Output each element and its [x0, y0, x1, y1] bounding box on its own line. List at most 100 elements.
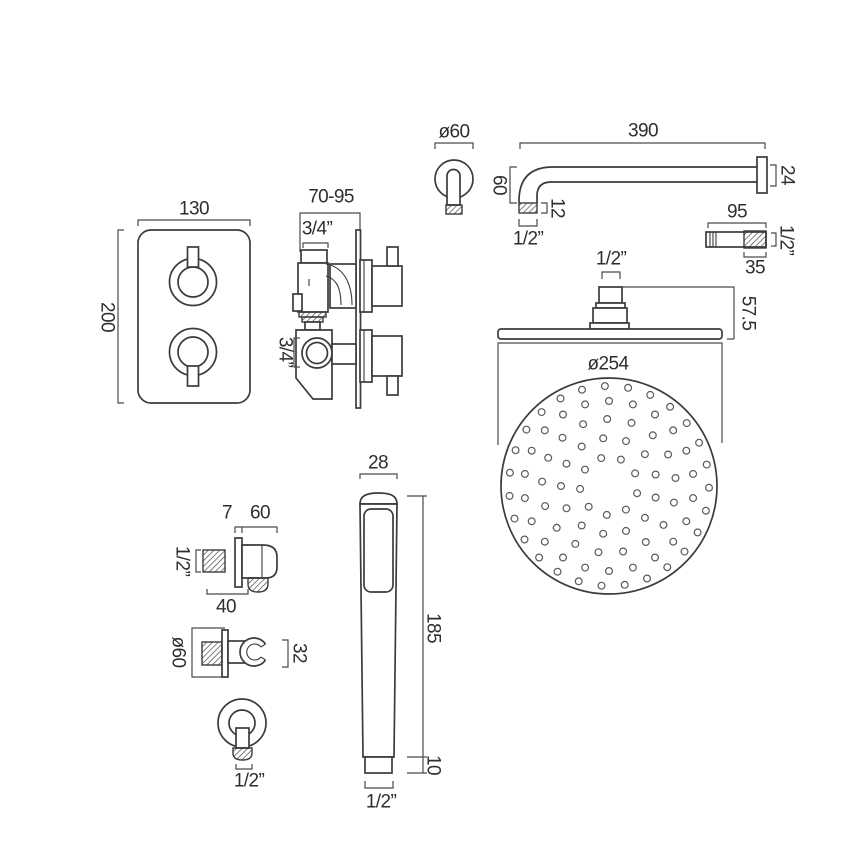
knob-lever-bottom: [386, 375, 399, 396]
dim-line-height: [117, 229, 124, 404]
elbow-tube: [446, 168, 461, 206]
dim-head-diameter: ø254: [588, 354, 630, 375]
knob-cylinder-top: [371, 265, 403, 307]
dim-line-head-height: [622, 286, 735, 340]
dim-arm-flange: 24: [777, 165, 798, 186]
knob-cylinder-bottom: [371, 335, 403, 377]
knob-bottom-lever: [186, 365, 200, 387]
dim-line-handset-width: [359, 473, 398, 479]
wall-plate: [355, 229, 362, 409]
knob-top-lever: [186, 246, 200, 268]
dim-head-thread: 1/2”: [596, 249, 627, 270]
dim-connector-threadlen: 35: [745, 258, 765, 279]
dim-valve-inlet-bottom: 3/4”: [275, 337, 296, 368]
lower-port-inner: [305, 341, 329, 365]
dim-bracket-depth: 60: [250, 503, 270, 524]
pipe-bend-inner: [325, 275, 342, 306]
knob-bottom-inner: [177, 336, 209, 368]
dim-elbow-diameter: ø60: [439, 122, 470, 143]
bracket-plate-side: [221, 629, 229, 678]
knob-top-inner: [177, 266, 209, 298]
pipe-bend-outer: [325, 263, 353, 306]
valve-side-view: 70-95 3/4” 3/4”: [275, 187, 403, 409]
dim-valve-front-height: 200: [97, 302, 118, 332]
handset-view: 28 185 10 1/2”: [359, 453, 444, 813]
body-neck: [304, 321, 321, 331]
dim-line-elbow: [434, 142, 474, 149]
dim-bracket-thread: 1/2”: [172, 546, 193, 577]
dim-line-arm-thread: [518, 219, 538, 227]
head-connector-band: [589, 322, 630, 330]
dim-line-arm-length: [519, 142, 766, 149]
dim-connector-length: 95: [727, 202, 747, 223]
flange-top: [359, 259, 373, 313]
bracket-cup-inner: [246, 643, 266, 661]
dim-handset-tail: 10: [423, 755, 444, 775]
dim-line-bracket-thread: [195, 549, 201, 573]
head-connector-top: [598, 286, 623, 304]
dim-line-connector-threadlen: [743, 252, 767, 258]
valve-faceplate-front-view: 130 200: [97, 199, 251, 404]
dim-line-handset-thread: [364, 781, 394, 789]
dim-valve-inlet-top: 3/4”: [302, 219, 333, 240]
cartridge-housing-bottom: [331, 343, 357, 365]
dim-line-inlet-bottom: [293, 337, 300, 368]
dim-arm-threadlen: 12: [547, 198, 568, 218]
dim-line-bracket-diameter: [191, 627, 225, 678]
dim-arm-length: 390: [628, 121, 658, 142]
faceplate-outline: [137, 229, 251, 404]
bracket-front-thread: [232, 747, 253, 761]
bracket-plate-top: [234, 537, 243, 588]
shower-head-view: 1/2” 57.5 ø254: [497, 249, 759, 595]
dim-bracket-front-thread: 1/2”: [234, 771, 265, 792]
dim-line-connector-length: [707, 222, 767, 228]
dim-line-arm-drop: [509, 166, 517, 204]
dim-line-depth: [299, 212, 361, 252]
shower-arm-view: 390 60 12 1/2” 24: [489, 121, 798, 250]
dim-line-arm-threadlen: [541, 202, 548, 214]
dim-line-inlet-top: [302, 242, 329, 248]
dim-handset-thread: 1/2”: [366, 792, 397, 813]
dim-arm-drop: 60: [489, 175, 510, 195]
dim-line-bracket-front-thread: [235, 764, 253, 770]
dim-connector-thread: 1/2”: [776, 225, 797, 256]
head-face-circle: [500, 377, 718, 595]
dim-line-bracket-offset: [206, 589, 249, 595]
handset-tail: [364, 756, 393, 774]
dim-bracket-offset: 40: [216, 597, 236, 618]
elbow-thread: [445, 204, 463, 215]
arm-outline-outer: [518, 166, 757, 203]
connector-view: 95 1/2” 35: [705, 202, 797, 279]
bracket-cup-outer: [239, 637, 267, 667]
head-connector-base: [592, 307, 628, 324]
thread-band-1: [298, 311, 327, 318]
dim-valve-depth: 70-95: [308, 187, 354, 208]
bracket-front-view: 1/2”: [217, 698, 267, 792]
valve-body-lower: [295, 329, 333, 400]
bracket-side-view: ø60 32: [168, 627, 310, 678]
bracket-body-top: [241, 544, 278, 579]
handset-body: [359, 503, 398, 758]
dim-line-width: [137, 219, 251, 226]
head-plate-side: [497, 328, 723, 340]
dim-valve-front-width: 130: [179, 199, 209, 220]
body-tab-left: [292, 293, 303, 312]
connector-thread: [743, 230, 767, 249]
arm-thread: [518, 202, 538, 214]
dim-head-height: 57.5: [738, 296, 759, 331]
wall-elbow-view: ø60: [434, 122, 474, 215]
head-nozzle-holes: [505, 382, 713, 590]
arm-outline-inner: [536, 181, 757, 203]
bracket-outlet-thread-top: [247, 577, 269, 593]
dim-bracket-plate: 7: [222, 503, 232, 524]
handset-cap: [359, 492, 398, 505]
valve-body-upper: [297, 262, 329, 313]
dim-bracket-height: 32: [289, 643, 310, 663]
flange-bottom: [359, 329, 373, 383]
dim-line-bracket-height: [282, 639, 289, 668]
bracket-front-stub: [235, 727, 250, 749]
dim-line-bracket-top: [234, 526, 278, 533]
bracket-inlet-thread: [202, 549, 226, 573]
dim-handset-width: 28: [368, 453, 388, 474]
